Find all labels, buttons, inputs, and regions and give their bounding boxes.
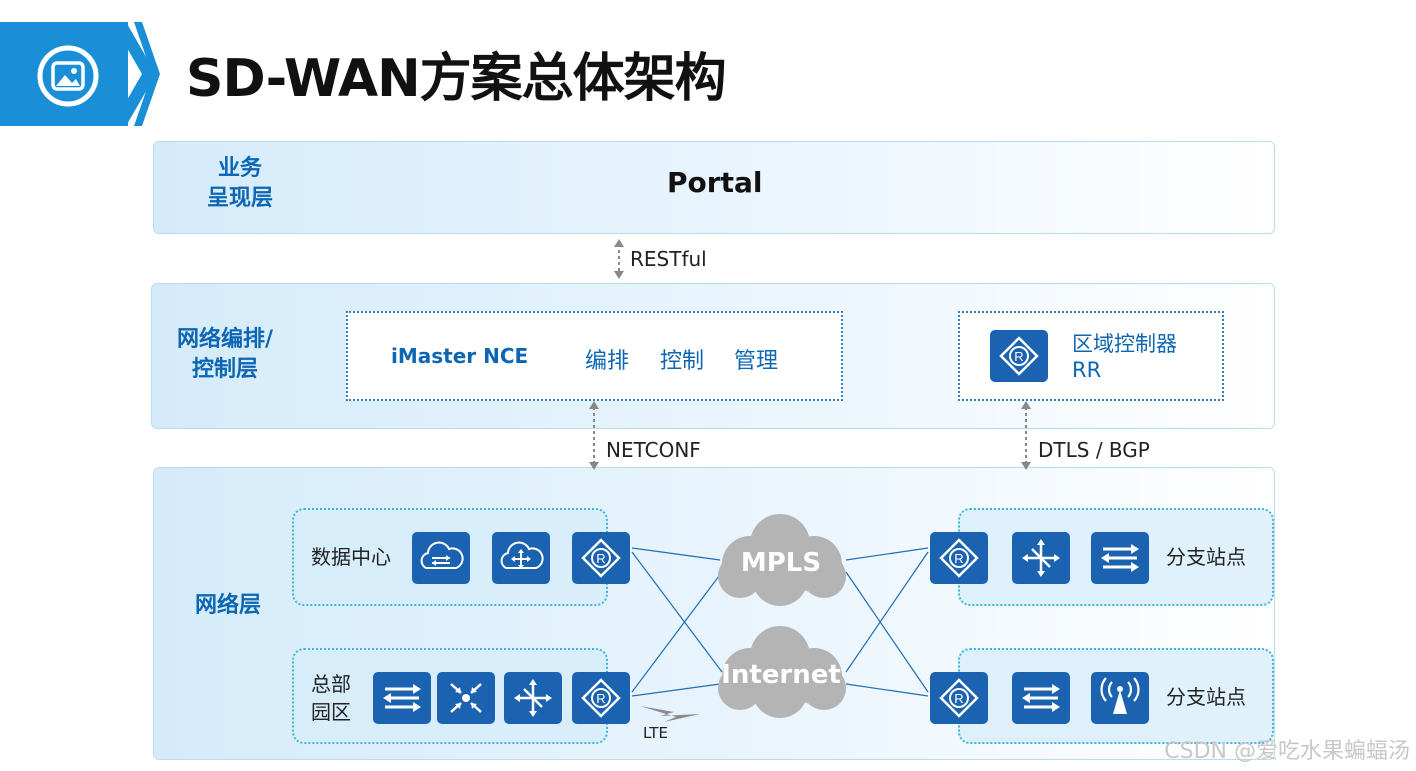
switch-icon <box>1012 672 1070 724</box>
svg-text:R: R <box>954 691 963 706</box>
lte-label: LTE <box>643 724 668 742</box>
header-accent-bar <box>0 22 128 126</box>
nce-name: iMaster NCE <box>391 344 529 368</box>
cloud-switch-icon <box>492 532 550 584</box>
netconf-label: NETCONF <box>606 438 701 462</box>
rr-label: RR <box>1072 358 1102 382</box>
switch-icon <box>1091 532 1149 584</box>
hq-label-line2: 园区 <box>311 700 351 724</box>
svg-text:R: R <box>596 551 605 566</box>
ap-icon <box>1091 672 1149 724</box>
header-chevron <box>112 22 160 126</box>
dtls-bgp-label: DTLS / BGP <box>1038 438 1150 462</box>
image-icon <box>37 45 99 107</box>
router-icon: R <box>990 330 1048 382</box>
router-icon: R <box>930 672 988 724</box>
core-switch-icon <box>437 672 495 724</box>
branch-label-2: 分支站点 <box>1166 685 1246 709</box>
hq-label-line1: 总部 <box>311 672 351 696</box>
router-icon: R <box>572 672 630 724</box>
switch-icon <box>373 672 431 724</box>
nce-function-orchestrate: 编排 <box>585 349 630 374</box>
router-icon: R <box>930 532 988 584</box>
presentation-layer-panel <box>153 141 1275 234</box>
l3-switch-icon <box>1012 532 1070 584</box>
svg-text:R: R <box>1014 349 1023 364</box>
portal-label: Portal <box>667 166 763 199</box>
cloud-firewall-icon <box>412 532 470 584</box>
nce-function-manage: 管理 <box>734 349 779 374</box>
regional-controller-label: 区域控制器 <box>1072 332 1177 356</box>
l3-switch-icon <box>504 672 562 724</box>
router-icon: R <box>572 532 630 584</box>
mpls-label: MPLS <box>740 548 822 578</box>
page-title: SD-WAN方案总体架构 <box>186 49 727 109</box>
orchestration-layer-label: 网络编排/ 控制层 <box>176 327 274 382</box>
branch-label-1: 分支站点 <box>1166 545 1246 569</box>
presentation-layer-label: 业务 呈现层 <box>206 156 273 211</box>
datacenter-label: 数据中心 <box>311 545 391 569</box>
internet-label: Internet <box>721 660 841 690</box>
mpls-cloud <box>718 514 846 606</box>
restful-label: RESTful <box>630 247 707 271</box>
watermark: CSDN @爱吃水果蝙蝠汤 <box>1164 739 1410 764</box>
imaster-nce-box <box>346 311 843 401</box>
nce-function-control: 控制 <box>660 349 705 374</box>
internet-cloud <box>718 626 846 718</box>
network-layer-label: 网络层 <box>194 593 261 618</box>
svg-text:R: R <box>596 691 605 706</box>
svg-text:R: R <box>954 551 963 566</box>
